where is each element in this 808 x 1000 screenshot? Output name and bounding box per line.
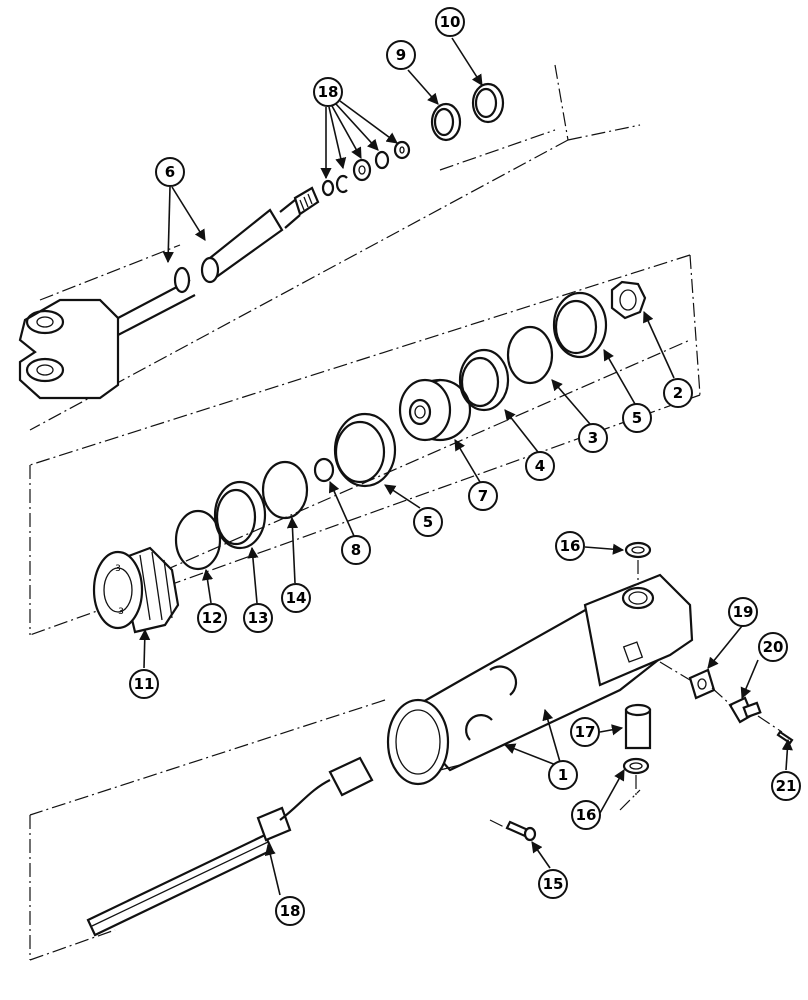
- piston-part: [398, 378, 472, 442]
- svg-text:20: 20: [763, 638, 784, 656]
- callout-5-left: 5: [413, 507, 443, 537]
- callout-5-right: 5: [622, 403, 652, 433]
- rod-seal-stack-part: [321, 140, 411, 197]
- wiper-rings-part: [430, 82, 505, 142]
- screw-part: [505, 820, 537, 842]
- callout-17: 17: [570, 717, 600, 747]
- callout-3: 3: [578, 423, 608, 453]
- callout-19: 19: [728, 597, 758, 627]
- svg-text:18: 18: [280, 902, 301, 920]
- sensor-fitting-part: [659, 661, 794, 745]
- svg-text:21: 21: [776, 777, 797, 795]
- svg-text:15: 15: [543, 875, 564, 893]
- callout-16-top: 16: [555, 531, 585, 561]
- callout-18-bottom: 18: [275, 896, 305, 926]
- callout-10: 10: [435, 7, 465, 37]
- svg-text:16: 16: [576, 806, 597, 824]
- svg-text:16: 16: [560, 537, 581, 555]
- svg-text:17: 17: [575, 723, 596, 741]
- bushings-part: [622, 541, 652, 795]
- callout-20: 20: [758, 632, 788, 662]
- svg-text:19: 19: [733, 603, 754, 621]
- svg-text:13: 13: [248, 609, 269, 627]
- gland-seals-part: [174, 460, 309, 571]
- svg-text:8: 8: [351, 541, 361, 559]
- piston-rings-left: [313, 412, 397, 488]
- gland-part: [92, 546, 180, 634]
- callout-18-top: 18: [313, 77, 343, 107]
- svg-text:6: 6: [165, 163, 175, 181]
- callout-6: 7: [468, 481, 498, 511]
- svg-text:18: 18: [318, 83, 339, 101]
- callout-11: 11: [129, 669, 159, 699]
- piston-marking-top: 3: [115, 564, 121, 574]
- assembly-frame-lines: [29, 64, 701, 961]
- svg-text:11: 11: [134, 675, 155, 693]
- callout-14: 14: [281, 583, 311, 613]
- svg-text:10: 10: [440, 13, 461, 31]
- callout-4: 4: [525, 451, 555, 481]
- svg-text:12: 12: [202, 609, 223, 627]
- callout-15: 15: [538, 869, 568, 899]
- callout-8: 6: [155, 157, 185, 187]
- svg-text:7: 7: [478, 487, 488, 505]
- callout-2: 2: [663, 378, 693, 408]
- callout-1: 1: [548, 760, 578, 790]
- callout-9: 9: [386, 40, 416, 70]
- cylinder-barrel-part: [386, 573, 694, 786]
- clevis-rod-part: [18, 186, 320, 400]
- callout-21: 21: [771, 771, 801, 801]
- callout-12: 12: [197, 603, 227, 633]
- piston-rings-right: [458, 291, 608, 412]
- svg-text:5: 5: [423, 513, 433, 531]
- hex-nut-part: [610, 280, 647, 320]
- callout-16-bottom: 16: [571, 800, 601, 830]
- piston-marking-bottom: 3: [118, 607, 124, 617]
- svg-text:1: 1: [558, 766, 568, 784]
- svg-text:3: 3: [588, 429, 598, 447]
- svg-text:2: 2: [673, 384, 683, 402]
- leader-lines: [139, 37, 793, 896]
- position-sensor-part: [86, 756, 374, 937]
- callout-7: 8: [341, 535, 371, 565]
- svg-text:4: 4: [535, 457, 545, 475]
- svg-text:5: 5: [632, 409, 642, 427]
- callout-13: 13: [243, 603, 273, 633]
- svg-text:9: 9: [396, 46, 406, 64]
- svg-text:14: 14: [286, 589, 307, 607]
